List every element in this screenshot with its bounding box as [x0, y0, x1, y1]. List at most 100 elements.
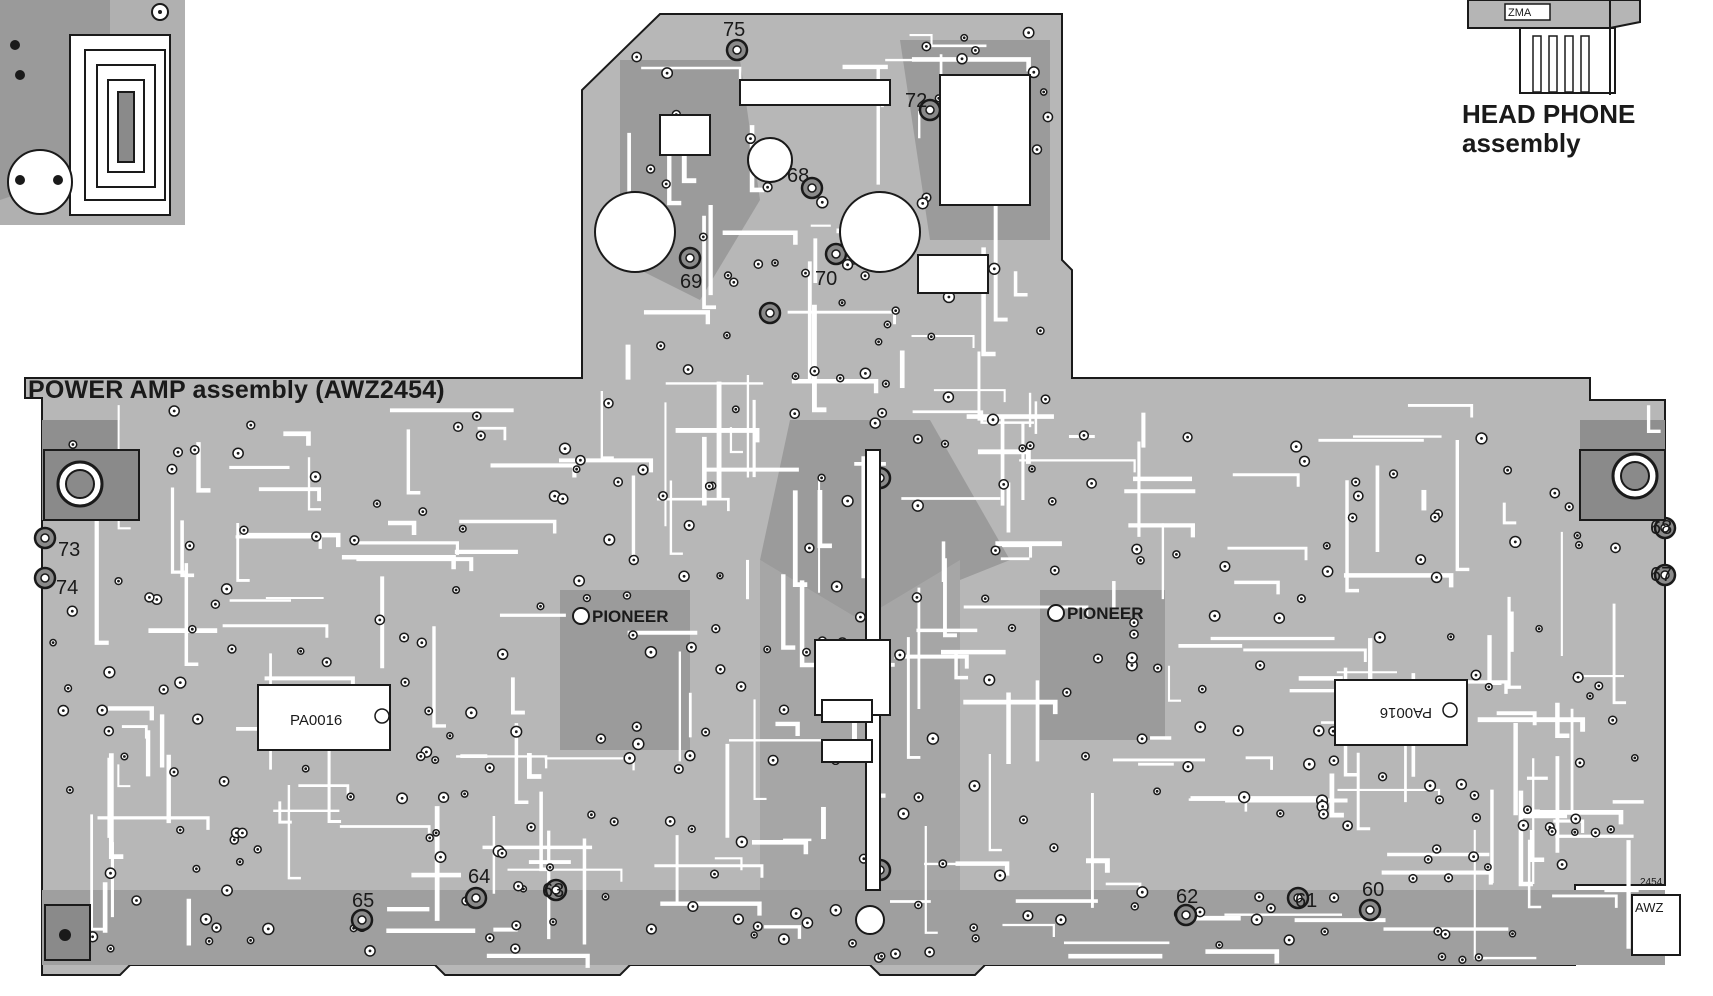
pcb-code-number: 2454: [1640, 877, 1663, 888]
trace-gap: [954, 652, 969, 680]
pad-hole: [91, 935, 94, 939]
tone-connector: [659, 74, 1031, 294]
pad-hole: [1130, 664, 1134, 667]
pad-hole: [155, 598, 159, 601]
pad-hole: [1356, 494, 1360, 498]
pad-hole: [70, 609, 74, 613]
pad-hole: [454, 588, 458, 592]
pad-hole: [1053, 569, 1057, 572]
trace-gap: [477, 426, 507, 441]
pad-hole: [851, 941, 854, 945]
pad-hole: [178, 681, 182, 684]
pad-hole: [1477, 956, 1481, 959]
trace-gap: [811, 304, 827, 413]
pad-hole: [1614, 546, 1617, 550]
pad-hole: [713, 872, 716, 876]
trace-gap: [1455, 439, 1470, 572]
pad-hole: [193, 448, 197, 452]
tp-74: 74: [56, 577, 78, 599]
pad-hole: [941, 862, 945, 866]
trace-gap: [1507, 596, 1522, 689]
test-point-hole: [765, 308, 775, 318]
pad-hole: [61, 709, 65, 712]
trace-gap: [906, 637, 921, 759]
pad-hole: [704, 730, 707, 734]
pad-hole: [575, 467, 578, 471]
pad-hole: [737, 917, 740, 921]
pad-hole: [1473, 793, 1476, 797]
pad-hole: [585, 596, 589, 600]
pad-hole: [109, 947, 112, 950]
pad-hole: [375, 502, 379, 506]
trace-gap: [90, 814, 104, 931]
trace-gap: [1205, 949, 1280, 964]
pad-hole: [1027, 31, 1030, 35]
pad-hole: [230, 647, 234, 651]
pcb-code-text: AWZ: [1635, 900, 1663, 915]
pad-hole: [921, 202, 925, 205]
trace-gap: [791, 379, 879, 394]
test-point-hole: [1660, 523, 1670, 533]
pad-hole: [659, 344, 663, 348]
pad-hole: [840, 301, 844, 305]
pad-hole: [256, 848, 260, 851]
pad-hole: [204, 917, 208, 921]
pad-hole: [402, 636, 406, 639]
pad-hole: [902, 812, 905, 816]
pad-hole: [1419, 558, 1423, 561]
pad-hole: [794, 374, 797, 378]
trace-gap: [1167, 665, 1182, 702]
pad-hole: [1082, 434, 1086, 437]
trace-gap: [97, 816, 210, 830]
pad-hole: [1155, 789, 1159, 793]
brand-right: PIONEER: [1067, 604, 1144, 623]
test-point-labels: 75 72 68 69 70 73 74 68 67 65 64 63 62 6…: [56, 19, 1672, 912]
pad-hole: [100, 708, 104, 712]
pad-hole: [928, 950, 931, 954]
pad-hole: [1303, 459, 1306, 463]
trace-gap: [287, 785, 301, 880]
pad-hole: [1322, 812, 1325, 816]
pad-hole: [665, 71, 669, 75]
pad-hole: [707, 484, 711, 488]
trace-gap: [170, 487, 185, 574]
pad-hole: [726, 274, 730, 277]
trace-gap: [1019, 459, 1136, 473]
trace-gap: [1646, 405, 1661, 433]
trace-gap: [702, 215, 717, 310]
trace-gap: [1243, 648, 1367, 662]
pad-hole: [563, 447, 567, 450]
trace-gap: [775, 721, 800, 736]
pad-hole: [1030, 467, 1034, 471]
pad-hole: [1576, 675, 1580, 679]
pad-hole: [1611, 718, 1615, 722]
pad-hole: [500, 851, 504, 855]
pad-hole: [636, 742, 640, 746]
pad-hole: [635, 725, 639, 729]
trace-gap: [258, 487, 322, 502]
trace-gap: [1555, 702, 1570, 738]
pad-hole: [1633, 756, 1637, 760]
pad-hole: [1440, 955, 1444, 959]
pad-hole: [1578, 761, 1582, 765]
trace-gap: [1502, 502, 1517, 525]
pad-hole: [677, 767, 681, 771]
pad-hole: [419, 754, 423, 758]
pad-hole: [548, 865, 552, 869]
pad-hole: [877, 340, 880, 344]
trace-gap: [764, 925, 802, 939]
pad-hole: [249, 423, 253, 427]
test-point-hole: [357, 915, 367, 925]
pad-hole: [625, 594, 629, 597]
pad-hole: [863, 274, 867, 278]
pad-hole: [561, 497, 565, 501]
pad-hole: [974, 49, 977, 52]
trace-gap: [943, 558, 957, 638]
pad-hole: [529, 825, 533, 829]
head-phone-board: ZMA: [1467, 0, 1641, 95]
pad-hole: [998, 874, 1002, 877]
pad-hole: [820, 200, 824, 204]
pad-hole: [51, 641, 55, 644]
trace-gap: [1552, 894, 1618, 908]
pad-hole: [1526, 808, 1529, 812]
